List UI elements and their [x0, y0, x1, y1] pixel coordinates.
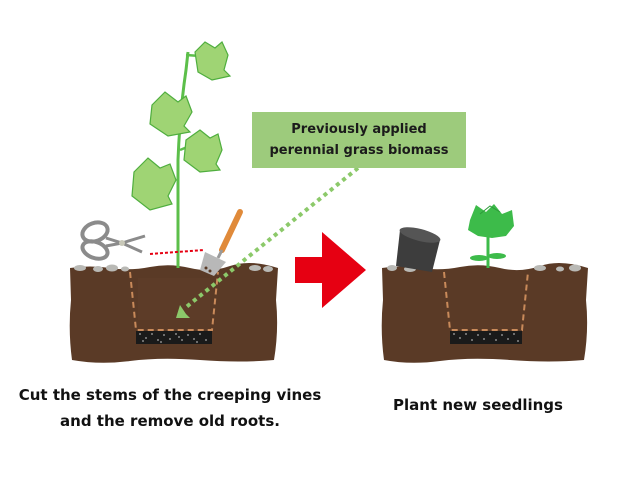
callout-line-2: perennial grass biomass: [269, 143, 449, 158]
step-1-caption-line-1: Cut the stems of the creeping vines: [18, 386, 322, 404]
callout-line-1: Previously applied: [291, 122, 427, 137]
soil-block-left: [69, 262, 278, 363]
biomass-callout: Previously applied perennial grass bioma…: [252, 112, 466, 168]
dotted-arrow-to-biomass: [176, 166, 360, 318]
step-1-caption: Cut the stems of the creeping vines and …: [10, 382, 330, 434]
step-2-caption-line-1: Plant new seedlings: [393, 396, 563, 414]
vine-plant: [131, 41, 232, 268]
seedling: [468, 204, 514, 268]
cut-line: [149, 249, 205, 255]
leaf: [149, 91, 193, 137]
pit-outline-left: [129, 271, 219, 331]
pebbles-left: [74, 264, 273, 272]
leaf: [183, 129, 223, 173]
pit-outline-right: [443, 271, 529, 331]
step-2-caption: Plant new seedlings: [378, 392, 578, 418]
leaf: [194, 41, 232, 81]
biomass-layer-left: [136, 331, 212, 344]
soil-block-right: [381, 262, 588, 363]
leaf: [131, 157, 177, 211]
trowel-icon: [200, 209, 243, 276]
process-arrow-icon: [295, 232, 366, 308]
plant-pot-icon: [396, 227, 441, 272]
step-1-caption-line-2: and the remove old roots.: [60, 412, 280, 430]
biomass-layer-right: [450, 331, 522, 344]
scissors-icon: [80, 220, 146, 261]
